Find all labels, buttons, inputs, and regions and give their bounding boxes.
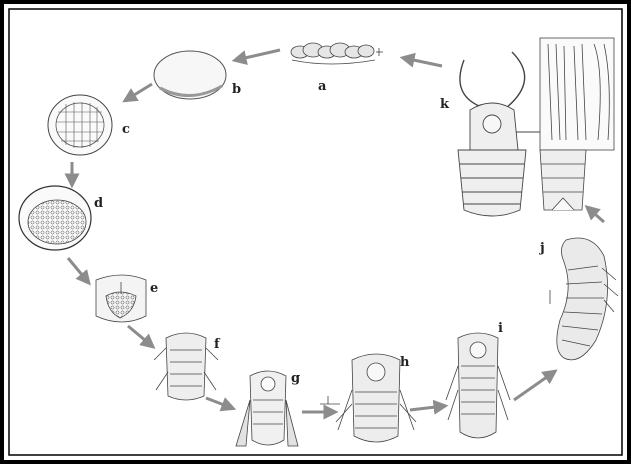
abdomen-detail — [540, 150, 586, 210]
label-k: k — [440, 97, 450, 112]
label-g: g — [291, 371, 300, 386]
stage-a-egg-mass — [291, 43, 383, 64]
label-h: h — [400, 355, 410, 370]
label-j: j — [539, 241, 545, 256]
arrow-d-to-e — [68, 258, 88, 282]
stage-f-nymph — [154, 333, 218, 400]
arrow-i-to-j — [514, 372, 554, 400]
label-b: b — [232, 82, 241, 97]
stage-j-adult-emerging — [557, 238, 618, 360]
label-e: e — [150, 281, 158, 296]
arrow-h-to-i — [410, 406, 444, 410]
arrow-j-to-k — [588, 208, 604, 222]
stage-g-nymph — [236, 371, 298, 446]
arrow-b-to-c — [126, 84, 152, 100]
stage-i-nymph — [446, 333, 510, 438]
arrow-a-to-b — [236, 50, 280, 60]
stage-k-adult-detail — [458, 52, 540, 216]
cycle-arrows — [68, 50, 604, 412]
stage-d-embryo-egg — [19, 186, 91, 250]
arrow-f-to-g — [206, 398, 232, 408]
stage-c-cleavage-egg — [48, 95, 112, 155]
label-c: c — [122, 122, 130, 137]
label-i: i — [498, 321, 503, 336]
arrow-e-to-f — [128, 326, 152, 346]
label-d: d — [94, 196, 103, 211]
arrow-k-to-a — [404, 58, 442, 66]
label-f: f — [214, 337, 221, 352]
label-a: a — [318, 79, 327, 94]
mouthparts-detail — [540, 38, 614, 150]
stage-e-embryo — [96, 275, 146, 322]
